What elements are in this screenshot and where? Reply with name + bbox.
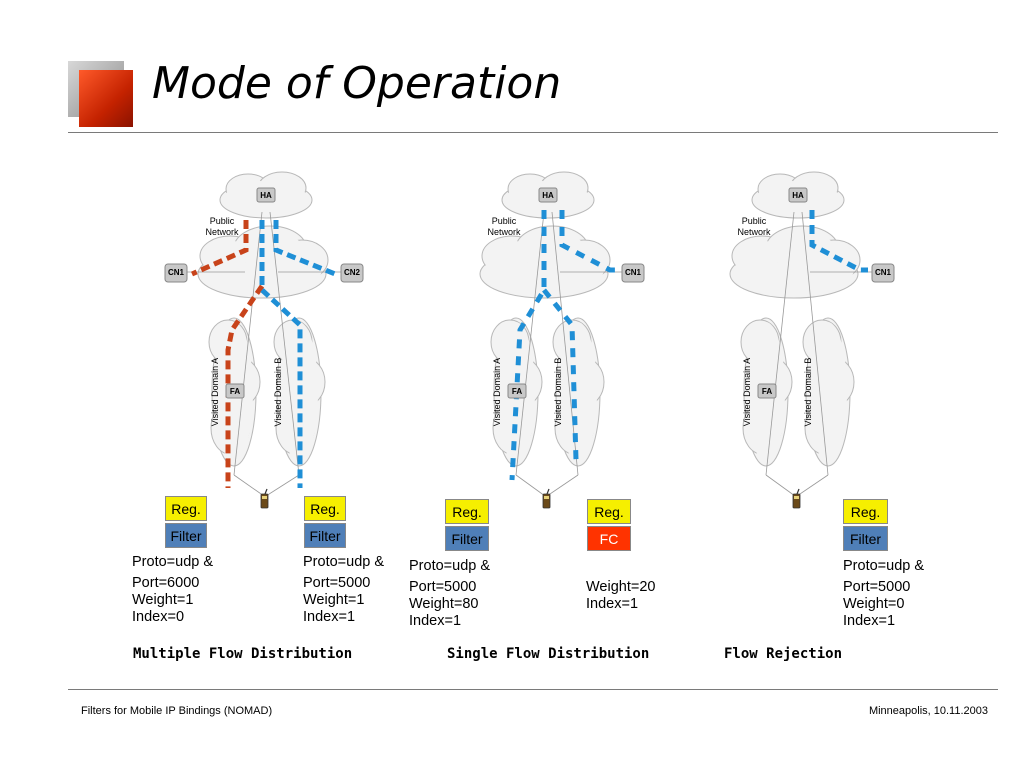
cn1-label: CN1 [625,268,642,277]
network-diagram: HA HA HA Public Network Public Network P… [164,171,895,509]
filter-box: Filter [445,526,489,551]
cn1-label: CN1 [168,268,185,277]
public-network-label: Public [742,216,767,226]
public-network-label: Network [487,227,521,237]
fa-label: FA [512,387,522,396]
filter-rule-text: Proto=udp & Port=5000 Weight=1 Index=1 [303,554,385,625]
reg-box: Reg. [843,499,888,524]
reg-box: Reg. [165,496,207,521]
reg-box: Reg. [445,499,489,524]
public-network-label: Public [492,216,517,226]
filter-box: Filter [304,523,346,548]
slide-title: Mode of Operation [152,58,562,109]
visited-domain-a-label: Visited Domain A [742,358,752,426]
reg-box: Reg. [304,496,346,521]
cn2-label: CN2 [344,268,361,277]
filter-rule-text: Proto=udp & Port=5000 Weight=0 Index=1 [843,558,925,629]
fa-label: FA [762,387,772,396]
ha-label: HA [542,191,554,200]
visited-domain-a-label: Visited Domain A [492,358,502,426]
visited-domain-b-label: Visited Domain B [273,358,283,427]
public-network-label: Public [210,216,235,226]
panel-flow-rejection [729,171,895,509]
filter-box: Filter [165,523,207,548]
filter-rule-text: Proto=udp & Port=5000 Weight=80 Index=1 [409,558,491,629]
logo-red-square [79,70,133,127]
panel-multiple-flow [164,171,364,509]
panel-single-flow [479,171,645,509]
footer-right: Minneapolis, 10.11.2003 [868,705,988,717]
visited-domain-b-label: Visited Domain B [803,358,813,427]
visited-domain-b-label: Visited Domain B [553,358,563,427]
visited-domain-a-label: Visited Domain A [210,358,220,426]
footer-divider [68,689,998,690]
fc-box: FC [587,526,631,551]
public-network-label: Network [205,227,239,237]
cn1-label: CN1 [875,268,892,277]
public-network-label: Network [737,227,771,237]
ha-label: HA [792,191,804,200]
panel-caption: Multiple Flow Distribution [133,646,353,662]
ha-label: HA [260,191,272,200]
reg-box: Reg. [587,499,631,524]
filter-box: Filter [843,526,888,551]
fa-label: FA [230,387,240,396]
filter-rule-text: Proto=udp & Port=6000 Weight=1 Index=0 [132,554,214,625]
panel-caption: Flow Rejection [724,646,843,662]
title-divider [68,132,998,133]
filter-rule-text: Weight=20 Index=1 [586,579,656,612]
footer-left: Filters for Mobile IP Bindings (NOMAD) [81,705,273,717]
panel-caption: Single Flow Distribution [447,646,650,662]
